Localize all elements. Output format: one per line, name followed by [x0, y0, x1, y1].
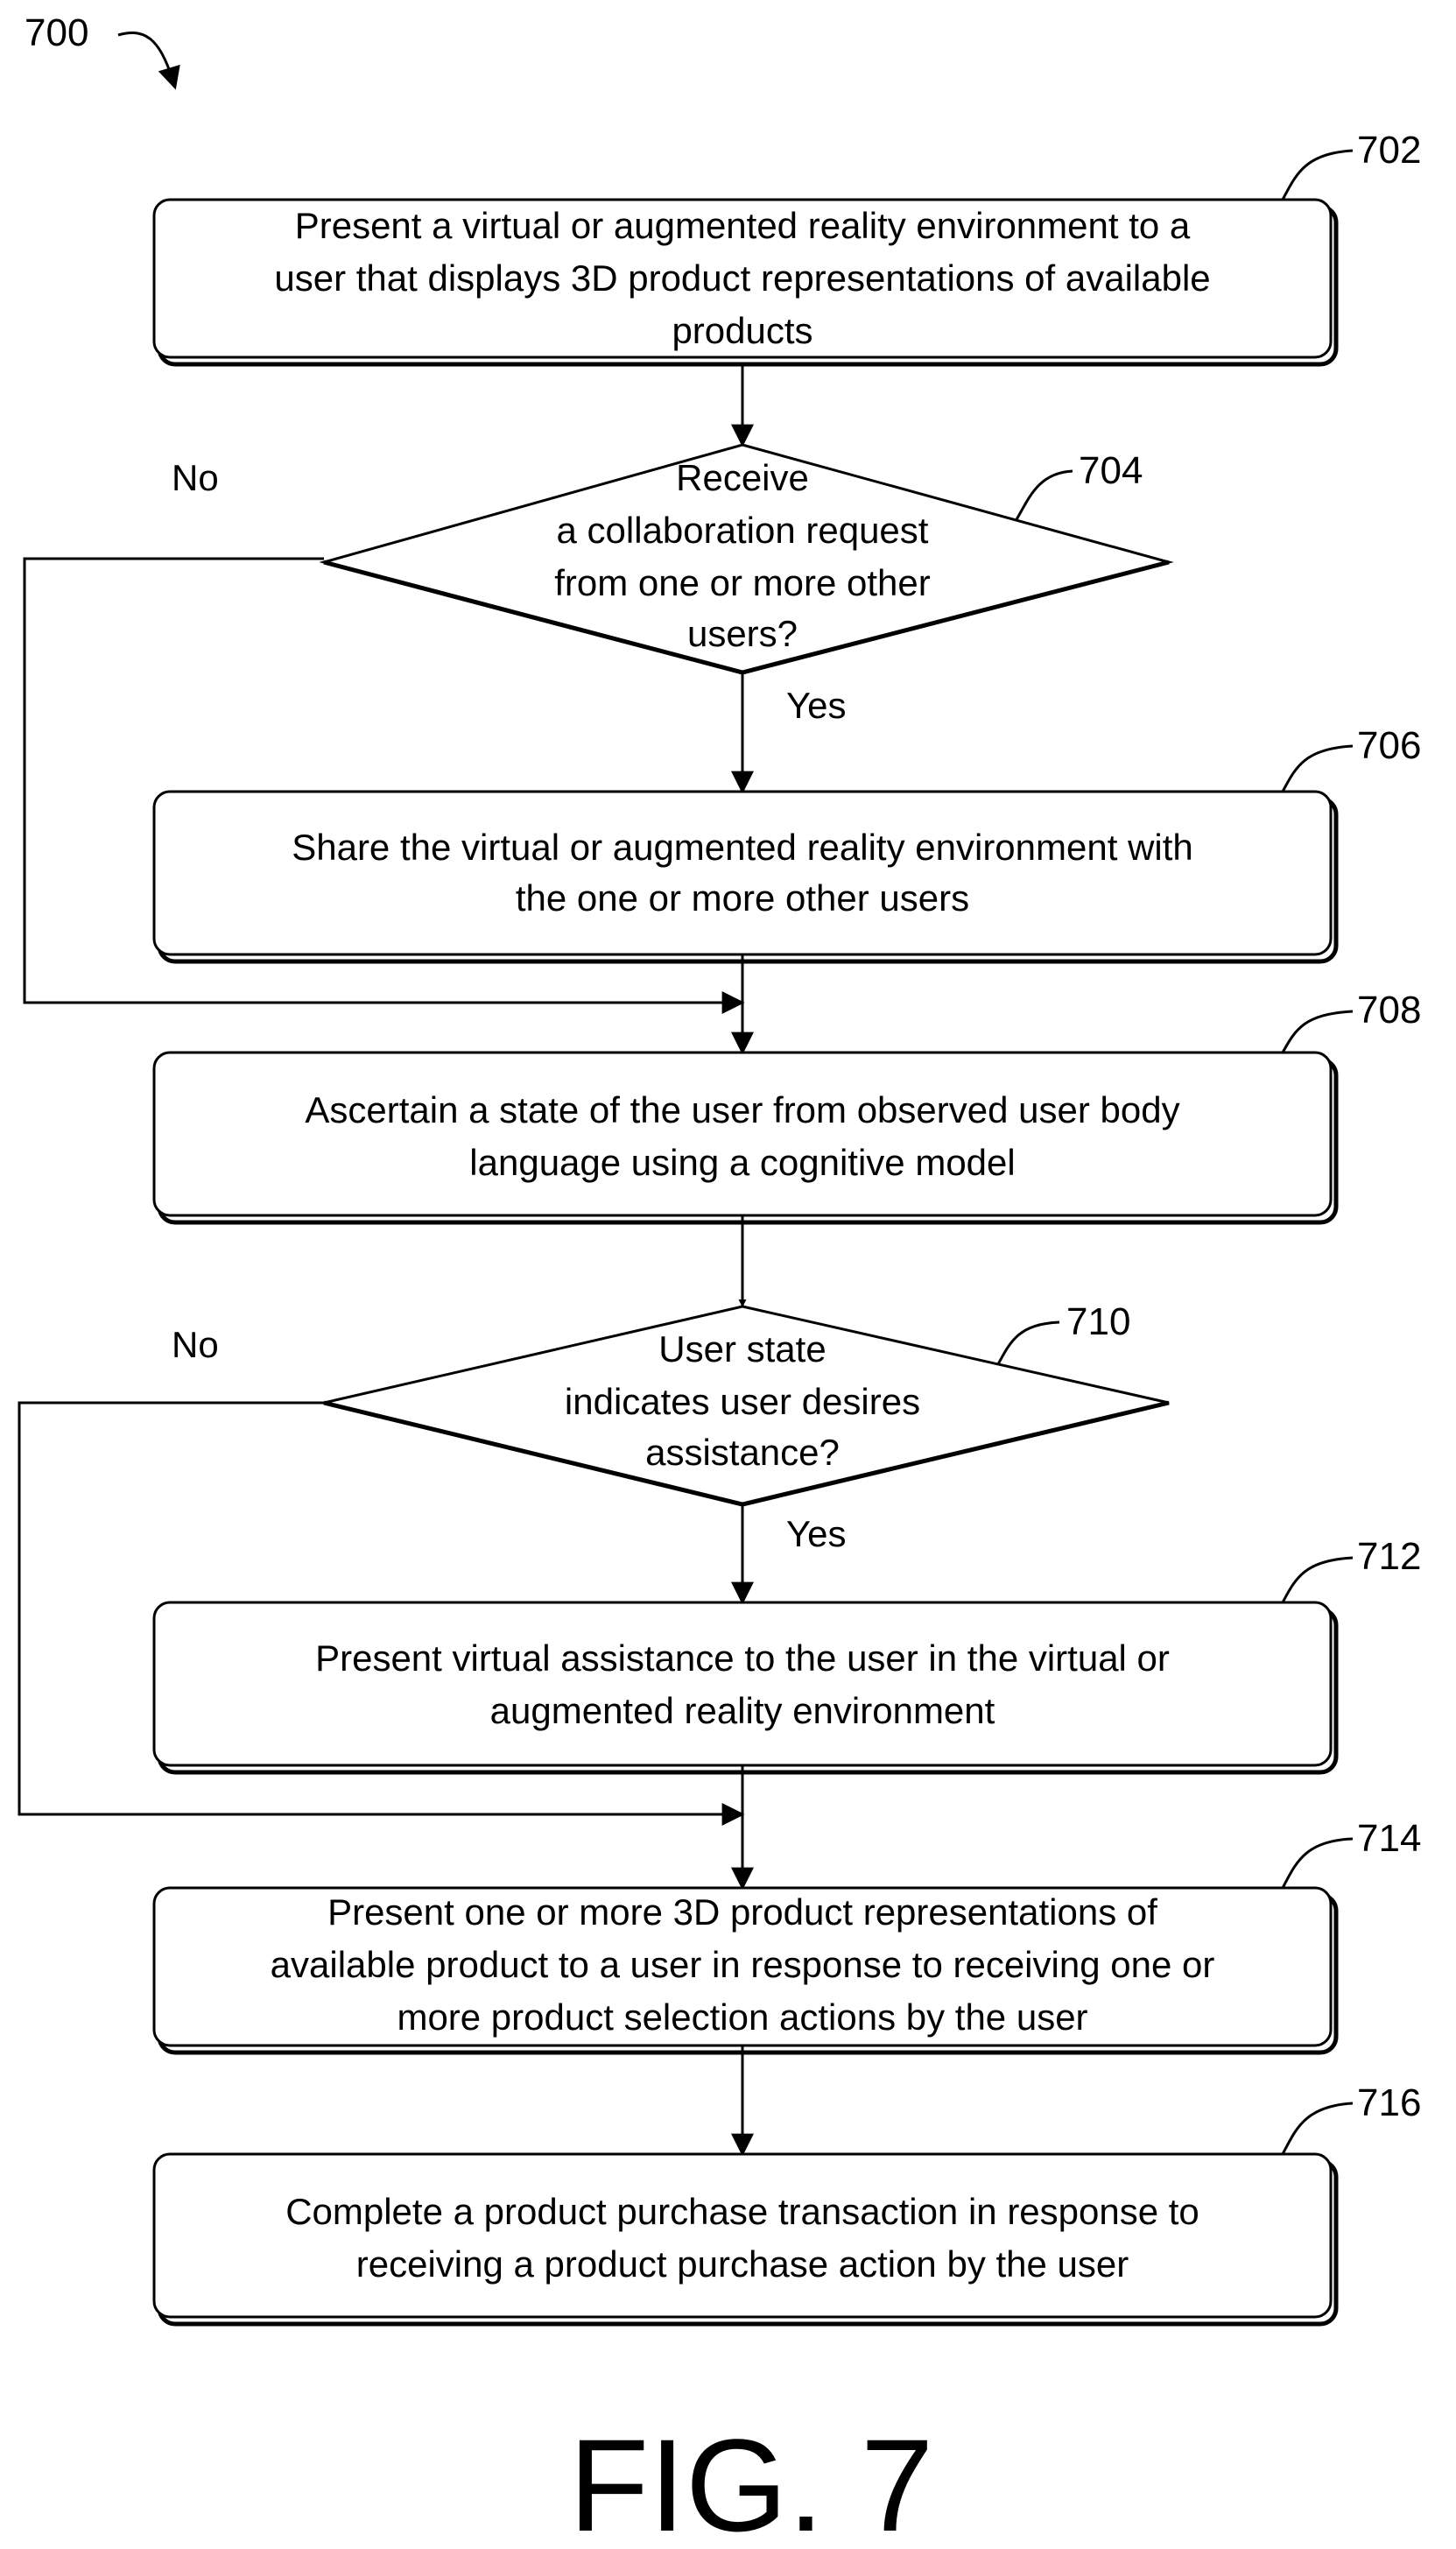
step-712-line-2: augmented reality environment	[490, 1690, 995, 1731]
figure-ref-arrow	[118, 33, 175, 88]
step-714-line-3: more product selection actions by the us…	[397, 1996, 1087, 2038]
label-704-no: No	[172, 457, 219, 498]
step-712-line-1: Present virtual assistance to the user i…	[315, 1637, 1170, 1679]
step-712-box	[154, 1602, 1336, 1772]
step-708-box	[154, 1053, 1336, 1222]
step-716-ref: 716	[1357, 2081, 1421, 2124]
step-704-ref: 704	[1079, 449, 1143, 492]
step-714-line-1: Present one or more 3D product represent…	[327, 1891, 1157, 1933]
step-716-line-1: Complete a product purchase transaction …	[285, 2191, 1199, 2232]
step-710-ref: 710	[1066, 1300, 1130, 1343]
step-708-line-1: Ascertain a state of the user from obser…	[305, 1089, 1179, 1130]
label-710-no: No	[172, 1324, 219, 1365]
step-710-line-3: assistance?	[645, 1432, 840, 1473]
step-714-line-2: available product to a user in response …	[271, 1944, 1215, 1985]
step-706-line-2: the one or more other users	[516, 877, 969, 919]
step-702-line-3: products	[672, 310, 812, 351]
step-702-line-1: Present a virtual or augmented reality e…	[295, 205, 1191, 246]
step-704-line-4: users?	[687, 613, 798, 654]
step-708-line-2: language using a cognitive model	[469, 1142, 1015, 1183]
figure-ref: 700	[25, 11, 88, 54]
step-716-leader	[1283, 2103, 1353, 2154]
step-706-line-1: Share the virtual or augmented reality e…	[292, 827, 1193, 868]
label-710-yes: Yes	[786, 1513, 847, 1554]
step-706-ref: 706	[1357, 724, 1421, 767]
step-716-line-2: receiving a product purchase action by t…	[356, 2243, 1129, 2285]
step-716-box	[154, 2154, 1336, 2324]
figure-label: FIG. 7	[569, 2412, 934, 2549]
step-714-ref: 714	[1357, 1817, 1421, 1860]
label-704-yes: Yes	[786, 685, 847, 726]
step-708-ref: 708	[1357, 989, 1421, 1032]
step-712-leader	[1283, 1558, 1353, 1602]
step-714-leader	[1283, 1839, 1353, 1888]
step-706-box	[154, 792, 1336, 961]
step-702-line-2: user that displays 3D product representa…	[274, 257, 1210, 299]
step-704-line-1: Receive	[676, 457, 809, 498]
step-710-line-2: indicates user desires	[565, 1381, 920, 1422]
step-712-ref: 712	[1357, 1535, 1421, 1578]
step-704-line-3: from one or more other	[554, 562, 931, 603]
step-702-ref: 702	[1357, 129, 1421, 172]
step-704-line-2: a collaboration request	[557, 510, 929, 551]
step-702-leader	[1283, 151, 1353, 200]
step-710-leader	[998, 1322, 1059, 1364]
step-706-leader	[1283, 746, 1353, 792]
step-704-leader	[1016, 471, 1073, 521]
step-710-line-1: User state	[658, 1328, 826, 1370]
step-708-leader	[1283, 1011, 1353, 1053]
